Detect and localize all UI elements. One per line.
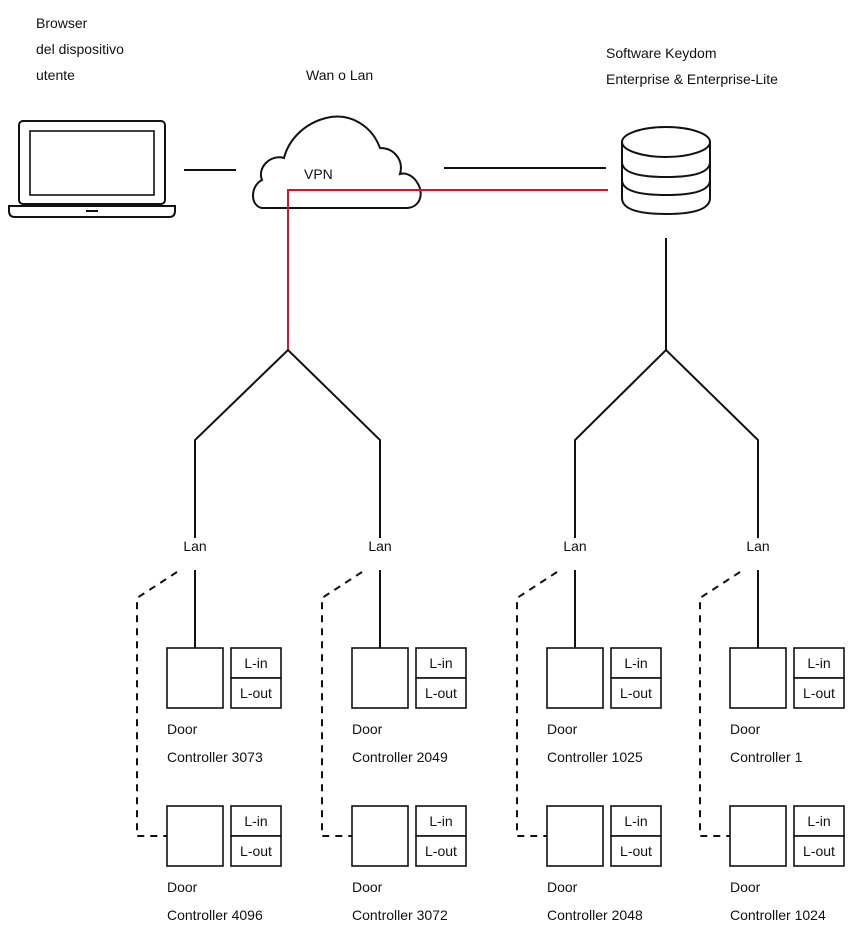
l-out-label: L-out [425, 685, 457, 701]
l-in-label: L-in [429, 813, 452, 829]
l-in-label: L-in [624, 813, 647, 829]
l-out-box [230, 677, 282, 709]
database-icon [621, 126, 711, 216]
l-out-box [610, 835, 662, 867]
cloud-icon [252, 115, 422, 209]
browser-label-line1: Browser [36, 15, 88, 31]
l-in-label: L-in [624, 655, 647, 671]
l-in-box [610, 647, 662, 679]
controller-box [351, 805, 409, 867]
l-out-box [415, 677, 467, 709]
dashed-link [516, 571, 558, 837]
l-in-label: L-in [244, 813, 267, 829]
controller-name: Controller 1024 [730, 907, 826, 923]
door-label: Door [547, 721, 578, 737]
door-label: Door [730, 879, 761, 895]
l-out-label: L-out [240, 685, 272, 701]
l-out-label: L-out [803, 685, 835, 701]
controller-box [546, 647, 604, 709]
controller-box [166, 805, 224, 867]
l-in-label: L-in [429, 655, 452, 671]
l-in-box [415, 647, 467, 679]
controller-box [351, 647, 409, 709]
door-label: Door [730, 721, 761, 737]
l-in-box [610, 805, 662, 837]
l-in-label: L-in [244, 655, 267, 671]
door-label: Door [547, 879, 578, 895]
left-fork [194, 348, 381, 538]
l-in-box [415, 805, 467, 837]
door-label: Door [167, 879, 198, 895]
controller-box [546, 805, 604, 867]
network-label: Wan o Lan [306, 67, 373, 83]
controller-name: Controller 1025 [547, 749, 643, 765]
l-out-label: L-out [425, 843, 457, 859]
door-label: Door [352, 879, 383, 895]
l-out-box [230, 835, 282, 867]
controller-box [729, 805, 787, 867]
door-label: Door [167, 721, 198, 737]
l-out-label: L-out [240, 843, 272, 859]
l-out-box [610, 677, 662, 709]
controller-name: Controller 3072 [352, 907, 448, 923]
software-label-line2: Enterprise & Enterprise-Lite [606, 71, 778, 87]
lan-label: Lan [368, 538, 391, 554]
l-out-box [415, 835, 467, 867]
l-in-label: L-in [807, 813, 830, 829]
l-in-box [793, 647, 845, 679]
dashed-link [699, 571, 741, 837]
vpn-path [287, 189, 608, 350]
controller-box [166, 647, 224, 709]
door-label: Door [352, 721, 383, 737]
l-out-label: L-out [620, 685, 652, 701]
l-out-label: L-out [803, 843, 835, 859]
laptop-icon [8, 120, 176, 218]
l-out-box [793, 677, 845, 709]
controller-box [729, 647, 787, 709]
l-out-label: L-out [620, 843, 652, 859]
controller-name: Controller 3073 [167, 749, 263, 765]
l-out-box [793, 835, 845, 867]
controller-name: Controller 4096 [167, 907, 263, 923]
lan-label: Lan [183, 538, 206, 554]
controller-name: Controller 2049 [352, 749, 448, 765]
right-fork [574, 348, 759, 538]
software-label-line1: Software Keydom [606, 45, 717, 61]
lan-label: Lan [563, 538, 586, 554]
browser-label-line2: del dispositivo [36, 41, 124, 57]
browser-label-line3: utente [36, 67, 75, 83]
lan-label: Lan [746, 538, 769, 554]
dashed-link [136, 571, 178, 837]
controller-name: Controller 2048 [547, 907, 643, 923]
l-in-label: L-in [807, 655, 830, 671]
dashed-link [321, 571, 363, 837]
controller-name: Controller 1 [730, 749, 803, 765]
vpn-label: VPN [304, 166, 333, 182]
